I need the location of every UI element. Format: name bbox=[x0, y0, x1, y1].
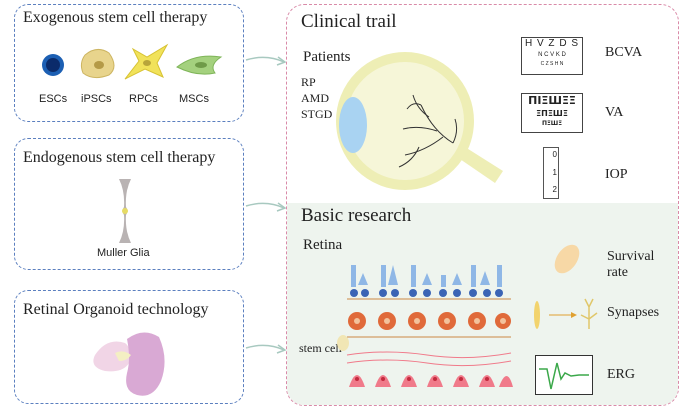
chart-row-2: N C V K D bbox=[538, 52, 566, 58]
rpc-label: RPCs bbox=[129, 93, 158, 105]
va-label: VA bbox=[605, 105, 624, 120]
synapses-label: Synapses bbox=[607, 305, 660, 320]
tick-0: 0 bbox=[552, 150, 557, 159]
exogenous-title: Exogenous stem cell therapy bbox=[23, 9, 208, 26]
esc-label: ESCs bbox=[39, 93, 68, 105]
erg-label: ERG bbox=[607, 367, 635, 382]
survival-cell-icon bbox=[554, 244, 580, 274]
esc-cell-icon bbox=[42, 54, 64, 76]
bipolar-cell-row bbox=[348, 312, 511, 330]
organoid-title: Retinal Organoid technology bbox=[23, 301, 209, 318]
basic-research-title: Basic research bbox=[301, 205, 412, 226]
chart-row-3: C Z S H N bbox=[540, 61, 564, 67]
msc-cell-icon bbox=[176, 55, 223, 75]
arrow-organoid bbox=[245, 344, 287, 354]
bcva-label: BCVA bbox=[605, 45, 643, 60]
chart-row-1: H V Z D S bbox=[524, 38, 579, 49]
disease-stgd: STGD bbox=[301, 107, 333, 121]
disease-amd: AMD bbox=[301, 91, 330, 105]
exogenous-panel: Exogenous stem cell therapy ESCs iPSCs R… bbox=[14, 4, 244, 122]
right-panel: Clinical trail Patients RP AMD STGD H V … bbox=[286, 4, 679, 406]
arrow-exogenous bbox=[245, 56, 287, 66]
eye-illustration bbox=[336, 52, 503, 190]
photoreceptor-row bbox=[347, 265, 511, 300]
stem-cell-label: stem cell bbox=[299, 341, 342, 355]
basic-research-background bbox=[287, 203, 678, 405]
endogenous-panel: Endogenous stem cell therapy Muller Glia bbox=[14, 138, 244, 270]
retina-label: Retina bbox=[303, 237, 343, 253]
tumbling-e-chart: ΠΙΞШΞΞ ΞΠΞШΞ ΠΞШΞ bbox=[521, 93, 583, 133]
disease-rp: RP bbox=[301, 75, 316, 89]
erg-waveform-icon bbox=[535, 355, 593, 395]
retina-layers-illustration bbox=[337, 265, 513, 387]
e-row-1: ΠΙΞШΞΞ bbox=[528, 94, 576, 107]
tick-1: 1 bbox=[552, 168, 557, 177]
rpc-cell-icon bbox=[124, 43, 169, 80]
endogenous-title: Endogenous stem cell therapy bbox=[23, 149, 216, 166]
retinal-organoid-icon bbox=[93, 332, 165, 396]
survival-label: Survival rate bbox=[607, 249, 655, 280]
msc-label: MSCs bbox=[179, 93, 209, 105]
tick-2: 2 bbox=[552, 185, 557, 194]
e-row-3: ΠΞШΞ bbox=[541, 120, 562, 127]
muller-glia-icon bbox=[119, 179, 131, 243]
organoid-panel: Retinal Organoid technology bbox=[14, 290, 244, 404]
e-row-2: ΞΠΞШΞ bbox=[536, 109, 568, 118]
arrow-endogenous bbox=[245, 202, 287, 212]
synapse-icon bbox=[534, 298, 598, 329]
ganglion-cell-row bbox=[349, 375, 513, 387]
ipsc-label: iPSCs bbox=[81, 93, 112, 105]
patients-label: Patients bbox=[303, 49, 351, 65]
tonometer-scale: 0 1 2 bbox=[543, 147, 559, 199]
snellen-chart: H V Z D S N C V K D C Z S H N bbox=[521, 37, 583, 75]
muller-glia-label: Muller Glia bbox=[97, 247, 150, 259]
ipsc-cell-icon bbox=[80, 49, 115, 79]
clinical-title: Clinical trail bbox=[301, 11, 397, 32]
iop-label: IOP bbox=[605, 167, 628, 182]
